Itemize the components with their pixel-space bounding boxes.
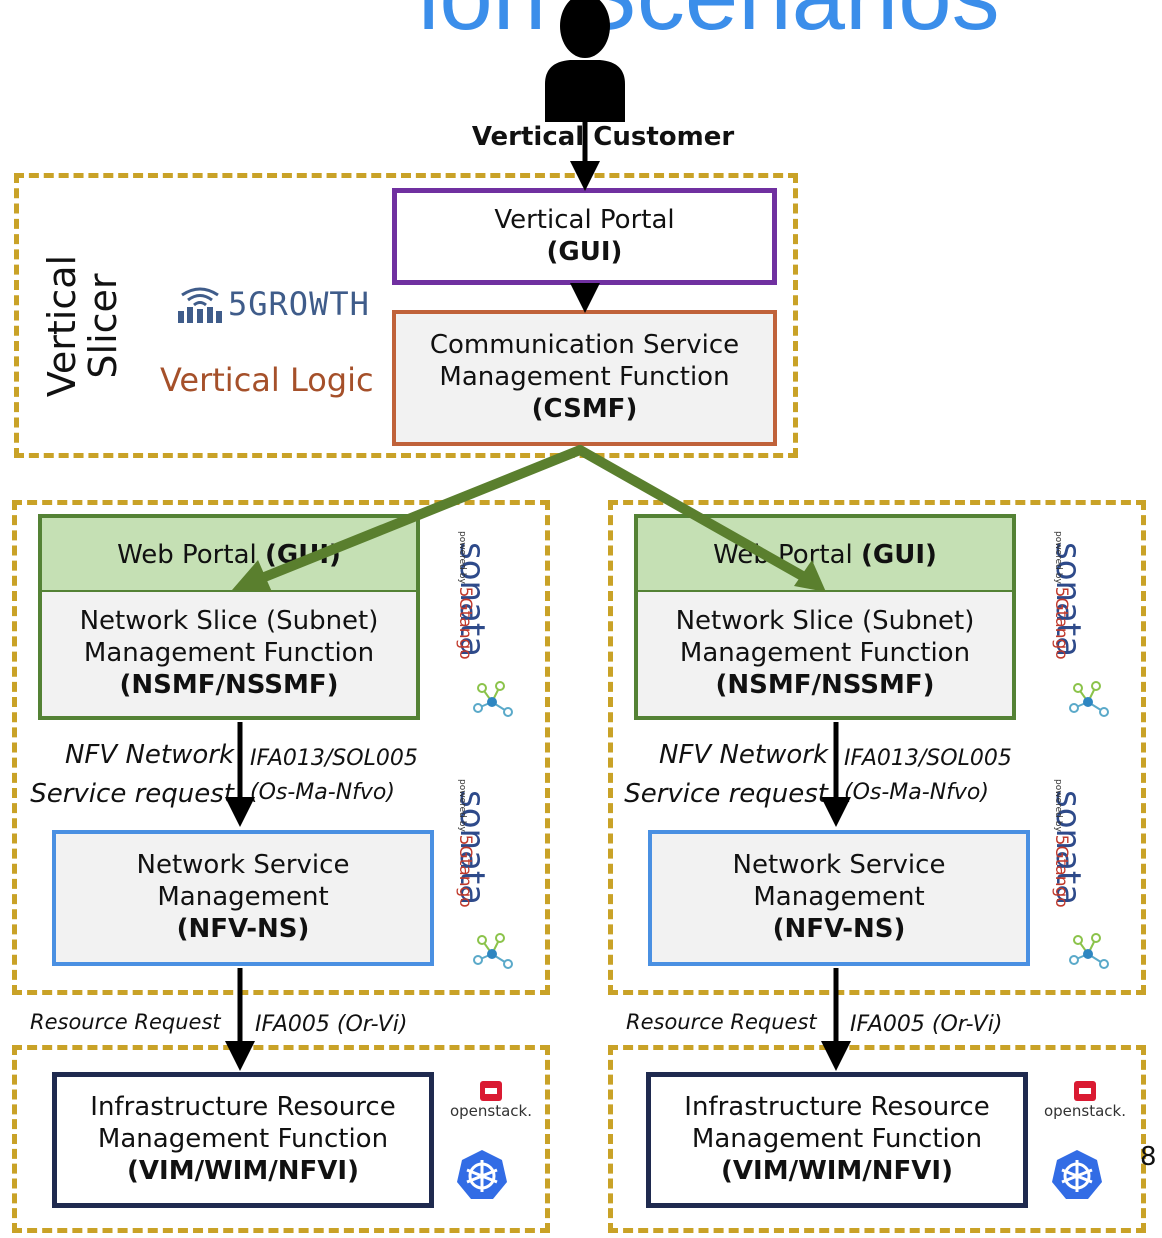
right-ns-line3: (NFV-NS): [772, 913, 906, 944]
openstack-text: openstack.: [1043, 1102, 1127, 1120]
left-ns-box: Network Service Management (NFV-NS): [52, 830, 434, 966]
5growth-logo-text: 5GROWTH: [228, 285, 370, 323]
left-nfv-label-line1: NFV Network: [64, 740, 234, 770]
right-web-portal-gui: (GUI): [861, 540, 937, 571]
left-web-portal-box: Web Portal (GUI): [38, 514, 420, 594]
sonata-powered-text: powered by: [457, 531, 467, 584]
5gtango-text: 5Gtango: [1051, 586, 1071, 660]
right-infra-box: Infrastructure Resource Management Funct…: [646, 1072, 1028, 1208]
right-ns-box: Network Service Management (NFV-NS): [648, 830, 1030, 966]
left-resource-request-label: Resource Request: [30, 1010, 221, 1034]
slicer-title-line1: Vertical: [39, 254, 84, 398]
5gtango-text: 5Gtango: [1051, 834, 1071, 908]
right-infra-line3: (VIM/WIM/NFVI): [721, 1155, 953, 1186]
left-nfv-request-label: NFV Network Service request: [22, 736, 234, 814]
right-5gtango-network-icon-bottom: [1069, 933, 1109, 969]
left-ifa013-label: IFA013/SOL005 (Os-Ma-Nfvo): [250, 742, 418, 810]
vertical-logic-label: Vertical Logic: [160, 361, 374, 399]
csmf-box: Communication Service Management Functio…: [392, 310, 777, 446]
vertical-portal-box: Vertical Portal (GUI): [392, 188, 777, 285]
left-5gtango-network-icon-bottom: [473, 933, 513, 969]
right-osma: (Os-Ma-Nfvo): [844, 780, 989, 806]
left-infra-line1: Infrastructure Resource: [90, 1092, 396, 1123]
right-nsmf-line3: (NSMF/NSSMF): [715, 669, 935, 700]
slicer-title-line2: Slicer: [81, 273, 125, 379]
person-icon: [545, 0, 625, 122]
right-ifa005-label: IFA005 (Or-Vi): [850, 1012, 1003, 1037]
left-nsmf-line3: (NSMF/NSSMF): [119, 669, 339, 700]
left-infra-line2: Management Function: [97, 1124, 389, 1155]
vertical-slicer-title: Vertical Slicer: [18, 180, 148, 440]
left-nsmf-line2: Management Function: [83, 638, 375, 669]
page-header-fragment: ion Scenarios: [0, 0, 1162, 42]
left-nsmf-box: Network Slice (Subnet) Management Functi…: [38, 590, 420, 720]
left-infra-container: [12, 1045, 550, 1233]
right-nsmf-box: Network Slice (Subnet) Management Functi…: [634, 590, 1016, 720]
5gtango-text: 5Gtango: [455, 834, 475, 908]
right-kubernetes-icon: [1052, 1150, 1102, 1199]
sonata-powered-text: powered by: [1053, 531, 1063, 584]
csmf-line3: (CSMF): [531, 393, 638, 424]
openstack-icon: [1074, 1081, 1096, 1101]
openstack-text: openstack.: [449, 1102, 533, 1120]
right-infra-line2: Management Function: [691, 1124, 983, 1155]
right-infra-line1: Infrastructure Resource: [684, 1092, 990, 1123]
page-number: 8: [1140, 1142, 1157, 1172]
left-infra-box: Infrastructure Resource Management Funct…: [52, 1072, 434, 1208]
5growth-antenna-icon: [178, 287, 222, 323]
left-ifa013: IFA013/SOL005: [250, 746, 418, 771]
right-nsmf-line1: Network Slice (Subnet): [675, 606, 975, 637]
right-web-portal-box: Web Portal (GUI): [634, 514, 1016, 594]
left-infra-line3: (VIM/WIM/NFVI): [127, 1155, 359, 1186]
right-nsmf-container: [608, 500, 1146, 995]
right-nfv-request-label: NFV Network Service request: [616, 736, 828, 814]
csmf-line1: Communication Service: [429, 330, 740, 361]
right-nfv-label-line2: Service request: [624, 779, 828, 809]
sonata-powered-text: powered by: [1053, 779, 1063, 832]
left-ns-line2: Management: [157, 882, 329, 913]
5growth-logo: 5GROWTH: [172, 282, 370, 326]
left-web-portal-gui: (GUI): [265, 540, 341, 571]
left-nsmf-line1: Network Slice (Subnet): [79, 606, 379, 637]
right-nsmf-line2: Management Function: [679, 638, 971, 669]
left-osma: (Os-Ma-Nfvo): [250, 780, 395, 806]
right-resource-request-label: Resource Request: [626, 1010, 817, 1034]
right-ns-line2: Management: [753, 882, 925, 913]
left-5gtango-network-icon-top: [473, 681, 513, 717]
right-5gtango-network-icon-top: [1069, 681, 1109, 717]
right-nfv-label-line1: NFV Network: [658, 740, 828, 770]
vertical-portal-line1: Vertical Portal: [494, 204, 675, 235]
right-openstack-logo: openstack.: [1040, 1080, 1130, 1120]
right-ifa013: IFA013/SOL005: [844, 746, 1012, 771]
left-kubernetes-icon: [457, 1150, 507, 1199]
left-ifa005-label: IFA005 (Or-Vi): [255, 1012, 408, 1037]
left-nfv-label-line2: Service request: [30, 779, 234, 809]
5gtango-text: 5Gtango: [455, 586, 475, 660]
right-web-portal-text: Web Portal: [713, 540, 861, 571]
left-ns-line3: (NFV-NS): [176, 913, 310, 944]
left-ns-line1: Network Service: [136, 850, 350, 881]
vertical-portal-line2: (GUI): [546, 236, 623, 267]
right-ns-line1: Network Service: [732, 850, 946, 881]
left-web-portal-text: Web Portal: [117, 540, 265, 571]
csmf-line2: Management Function: [439, 362, 730, 393]
right-ifa013-label: IFA013/SOL005 (Os-Ma-Nfvo): [844, 742, 1012, 810]
sonata-powered-text: powered by: [457, 779, 467, 832]
openstack-icon: [480, 1081, 502, 1101]
vertical-customer-label: Vertical Customer: [471, 122, 735, 152]
left-openstack-logo: openstack.: [446, 1080, 536, 1120]
right-infra-container: [608, 1045, 1146, 1233]
